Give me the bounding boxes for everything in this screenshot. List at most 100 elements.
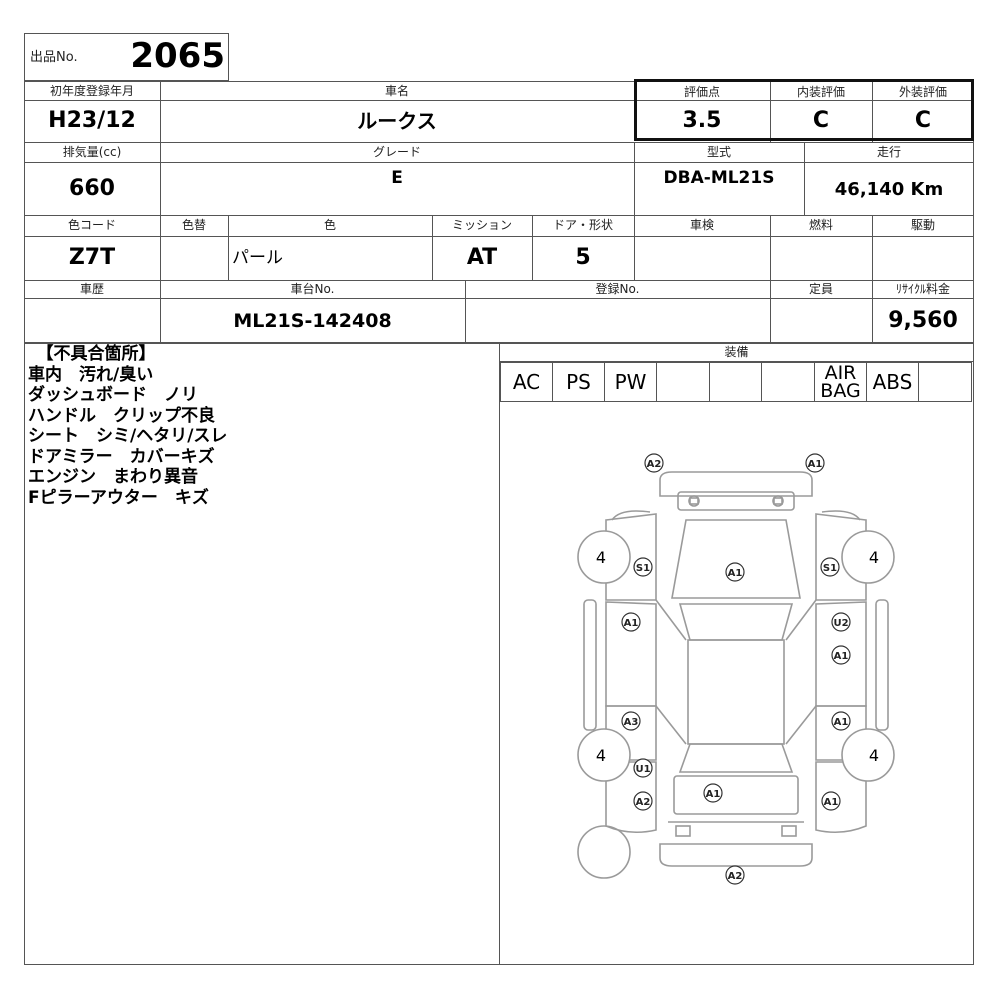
equip-abs: ABS bbox=[866, 362, 918, 402]
equip-blank-1 bbox=[656, 362, 709, 402]
color-value: パール bbox=[232, 248, 283, 268]
tire-rear-left: 4 bbox=[577, 728, 631, 782]
car-outline bbox=[577, 471, 889, 879]
svg-text:A3: A3 bbox=[624, 717, 639, 728]
svg-text:A1: A1 bbox=[728, 568, 743, 579]
defect-item: ドアミラー カバーキズ bbox=[28, 446, 215, 467]
grade-value: E bbox=[391, 168, 403, 188]
tire-front-right: 4 bbox=[841, 530, 895, 584]
color-code-value: Z7T bbox=[68, 245, 116, 270]
svg-text:A2: A2 bbox=[728, 871, 743, 882]
tire-front-right-value: 4 bbox=[869, 548, 879, 567]
recycle-label: ﾘｻｲｸﾙ料金 bbox=[895, 282, 950, 296]
svg-text:A1: A1 bbox=[834, 651, 849, 662]
equip-ac: AC bbox=[500, 362, 552, 402]
svg-text:A1: A1 bbox=[834, 717, 849, 728]
mark-right-rear-door: A1 bbox=[831, 711, 851, 731]
equipment-row bbox=[500, 362, 972, 402]
defect-item: シート シミ/ヘタリ/スレ bbox=[28, 426, 228, 446]
mark-back-door: A1 bbox=[703, 783, 723, 803]
lot-number: 2065 bbox=[130, 36, 225, 76]
svg-text:A1: A1 bbox=[706, 789, 721, 800]
model-label: 型式 bbox=[706, 145, 731, 159]
grade-label: グレード bbox=[372, 145, 421, 159]
history-label: 車歴 bbox=[79, 282, 104, 296]
defect-item: ダッシュボード ノリ bbox=[28, 385, 198, 405]
equip-pw: PW bbox=[604, 362, 656, 402]
cc-value: 660 bbox=[69, 176, 115, 201]
mark-left-rocker-rear: U1 bbox=[633, 758, 653, 778]
equipment-label: 装備 bbox=[724, 345, 749, 359]
svg-text:S1: S1 bbox=[636, 563, 650, 574]
inspection-label: 車検 bbox=[689, 218, 714, 232]
equip-blank-4 bbox=[918, 362, 971, 402]
car-name-value: ルークス bbox=[357, 109, 437, 133]
svg-text:A1: A1 bbox=[808, 459, 823, 470]
tire-front-left: 4 bbox=[577, 530, 631, 584]
mark-right-pillar: A1 bbox=[831, 645, 851, 665]
mileage-value: 46,140 Km bbox=[834, 179, 944, 200]
tire-rear-right-value: 4 bbox=[869, 746, 879, 765]
capacity-label: 定員 bbox=[808, 282, 833, 296]
lot-box bbox=[24, 33, 229, 81]
equip-ps: PS bbox=[552, 362, 604, 402]
tire-rear-left-value: 4 bbox=[596, 746, 606, 765]
mark-front-bumper-right: A1 bbox=[805, 453, 825, 473]
equip-blank-3 bbox=[761, 362, 814, 402]
equip-blank-2 bbox=[709, 362, 761, 402]
exterior-value: C bbox=[914, 108, 932, 133]
interior-label: 内装評価 bbox=[796, 85, 845, 99]
color-label: 色 bbox=[323, 218, 336, 232]
mission-value: AT bbox=[466, 245, 498, 270]
mileage-label: 走行 bbox=[876, 145, 901, 159]
info-grid bbox=[24, 81, 974, 343]
recycle-value: 9,560 bbox=[888, 308, 958, 333]
score-box bbox=[634, 79, 974, 141]
mark-bonnet: A1 bbox=[725, 562, 745, 582]
lot-label: 出品No. bbox=[30, 50, 78, 65]
defect-list: 【不具合箇所】 車内 汚れ/臭い ダッシュボード ノリ ハンドル クリップ不良 … bbox=[28, 344, 227, 508]
defect-item: エンジン まわり異音 bbox=[28, 467, 198, 487]
color-code-label: 色コード bbox=[67, 218, 116, 232]
drive-label: 駆動 bbox=[910, 218, 935, 232]
year-label: 初年度登録年月 bbox=[49, 84, 134, 98]
score-value: 3.5 bbox=[682, 108, 722, 133]
door-value: 5 bbox=[575, 245, 591, 270]
mark-front-bumper-left: A2 bbox=[644, 453, 664, 473]
cc-label: 排気量(cc) bbox=[62, 145, 122, 159]
defect-item: 車内 汚れ/臭い bbox=[28, 364, 154, 385]
chassis-label: 車台No. bbox=[290, 282, 335, 296]
mark-left-rear-door: A3 bbox=[621, 711, 641, 731]
repaint-label: 色替 bbox=[181, 218, 206, 232]
mark-right-front-door: U2 bbox=[831, 612, 851, 632]
fuel-label: 燃料 bbox=[808, 218, 833, 232]
svg-text:A1: A1 bbox=[624, 618, 639, 629]
mark-right-quarter: A1 bbox=[821, 791, 841, 811]
svg-text:U1: U1 bbox=[635, 764, 650, 775]
tire-rear-right: 4 bbox=[841, 728, 895, 782]
svg-text:A2: A2 bbox=[647, 459, 662, 470]
model-value: DBA-ML21S bbox=[663, 168, 775, 188]
mark-right-fender: S1 bbox=[820, 557, 840, 577]
reg-label: 登録No. bbox=[595, 282, 640, 296]
defect-item: Fピラーアウター キズ bbox=[28, 487, 209, 508]
mark-left-quarter: A2 bbox=[633, 791, 653, 811]
interior-value: C bbox=[812, 108, 830, 133]
mark-rear-bumper: A2 bbox=[725, 865, 745, 885]
door-label: ドア・形状 bbox=[552, 218, 613, 232]
chassis-value: ML21S-142408 bbox=[233, 310, 392, 332]
defect-heading: 【不具合箇所】 bbox=[28, 344, 156, 364]
car-name-label: 車名 bbox=[384, 84, 409, 98]
mission-label: ミッション bbox=[451, 218, 512, 232]
mark-left-fender: S1 bbox=[633, 557, 653, 577]
mark-left-front-door: A1 bbox=[621, 612, 641, 632]
defect-item: ハンドル クリップ不良 bbox=[28, 405, 215, 426]
year-value: H23/12 bbox=[48, 108, 136, 133]
exterior-label: 外装評価 bbox=[898, 85, 947, 99]
svg-text:A2: A2 bbox=[636, 797, 651, 808]
tire-front-left-value: 4 bbox=[596, 548, 606, 567]
svg-text:S1: S1 bbox=[823, 563, 837, 574]
score-label: 評価点 bbox=[683, 85, 720, 99]
